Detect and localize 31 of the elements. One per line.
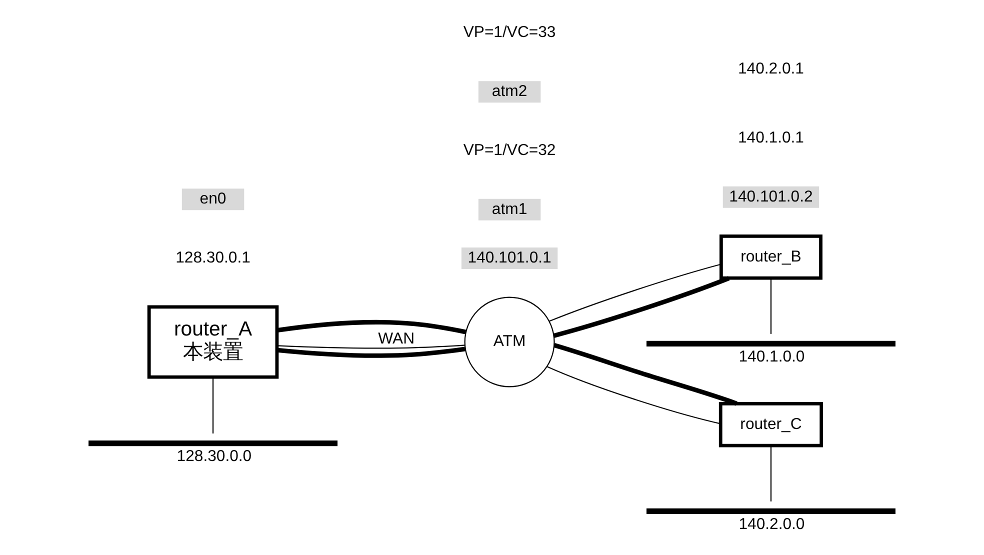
label: atm2 <box>492 83 528 100</box>
connector <box>277 344 465 349</box>
label: 140.1.0.1 <box>738 129 804 146</box>
node-label: 128.30.0.0 <box>176 448 252 466</box>
connector <box>549 264 722 322</box>
node-bar <box>88 440 338 446</box>
node-bar <box>646 340 896 347</box>
label: 140.101.0.1 <box>468 249 552 266</box>
connector <box>546 366 721 424</box>
node-box: router_A 本装置 <box>147 305 279 379</box>
connector <box>212 377 214 434</box>
connector <box>770 278 772 334</box>
node-label: 140.2.0.0 <box>738 516 805 533</box>
connector <box>553 276 730 338</box>
node-circle: ATM <box>464 296 555 388</box>
label: VP=1/VC=32 <box>463 142 556 159</box>
label: 140.101.0.2 <box>729 188 813 206</box>
node-box: router_B <box>719 234 822 280</box>
connector <box>554 343 738 406</box>
edge-label: WAN <box>378 330 415 348</box>
label: en0 <box>200 190 226 208</box>
connector <box>277 320 466 334</box>
node-box: router_C <box>718 402 824 448</box>
label: 140.2.0.1 <box>738 60 804 78</box>
node-bar <box>646 508 896 514</box>
label: 128.30.0.1 <box>176 249 250 266</box>
connector <box>277 346 466 358</box>
node-label: 140.1.0.0 <box>738 348 805 366</box>
label: atm1 <box>492 200 528 218</box>
label: VP=1/VC=33 <box>463 24 556 42</box>
connector <box>770 446 772 502</box>
